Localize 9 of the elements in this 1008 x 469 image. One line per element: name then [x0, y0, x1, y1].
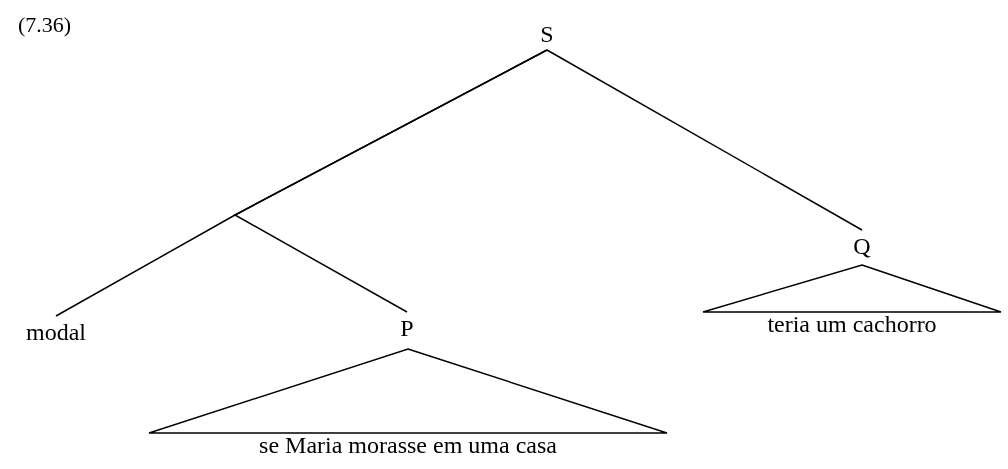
phrase-text: se Maria morasse em uma casa: [259, 431, 557, 459]
example-number: (7.36): [18, 12, 72, 38]
tree-branch: [546, 49, 863, 231]
category-label: Q: [853, 232, 871, 260]
tree-branch: [233, 49, 548, 313]
category-label: S: [540, 20, 554, 48]
category-label: P: [400, 314, 414, 342]
category-label: modal: [26, 318, 86, 346]
phrase-text: teria um cachorro: [767, 310, 937, 338]
